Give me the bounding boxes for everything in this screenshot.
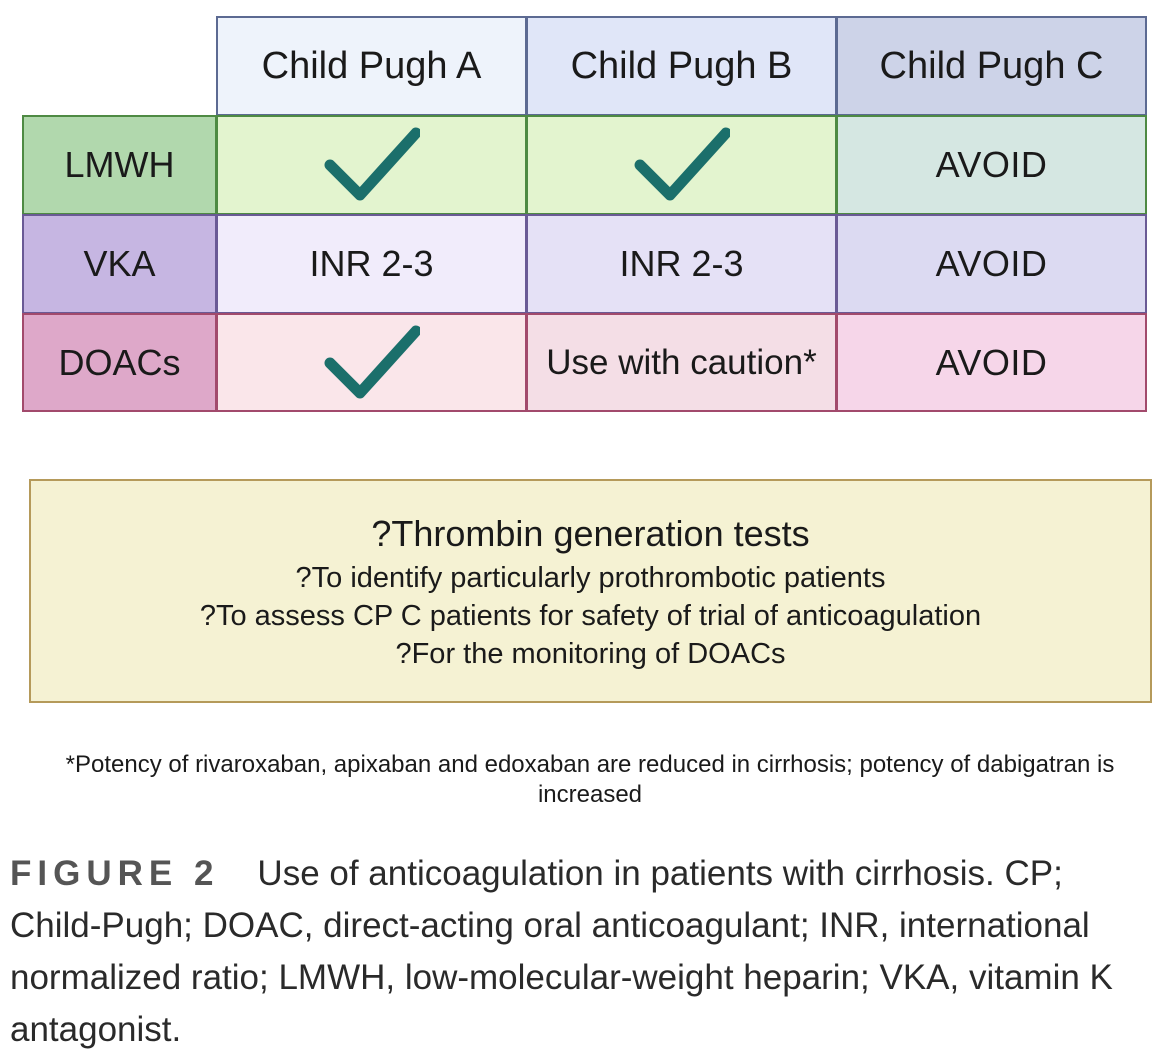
col-header-child-pugh-b: Child Pugh B — [526, 16, 837, 116]
cell-text: INR 2-3 — [619, 243, 744, 284]
cell-text: Use with caution* — [546, 342, 817, 382]
row-label-lmwh: LMWH — [22, 115, 217, 215]
caption-text: Use of anticoagulation in patients with … — [10, 854, 1113, 1049]
col-header-child-pugh-a: Child Pugh A — [216, 16, 527, 116]
checkmark-icon — [634, 127, 730, 201]
col-header-child-pugh-c: Child Pugh C — [836, 16, 1147, 116]
cell-text: AVOID — [935, 144, 1048, 185]
cell-vka-b: INR 2-3 — [526, 214, 837, 314]
cell-doacs-c: AVOID — [836, 313, 1147, 412]
footnote: *Potency of rivaroxaban, apixaban and ed… — [65, 751, 1115, 808]
row-label: LMWH — [64, 144, 175, 185]
cell-doacs-a — [216, 313, 527, 412]
row-label: DOACs — [58, 341, 181, 383]
info-box-line: ?For the monitoring of DOACs — [395, 638, 786, 670]
cell-lmwh-c: AVOID — [836, 115, 1147, 215]
info-box-line: ?To assess CP C patients for safety of t… — [199, 600, 982, 632]
thrombin-generation-box: ?Thrombin generation tests ?To identify … — [29, 479, 1152, 703]
cell-vka-a: INR 2-3 — [216, 214, 527, 314]
info-box-line: ?To identify particularly prothrombotic … — [295, 562, 886, 594]
col-header-label: Child Pugh C — [879, 44, 1104, 87]
cell-text: AVOID — [935, 243, 1048, 284]
checkmark-icon — [324, 325, 420, 398]
row-label-vka: VKA — [22, 214, 217, 314]
col-header-label: Child Pugh A — [261, 44, 482, 87]
col-header-label: Child Pugh B — [570, 44, 793, 87]
cell-text: INR 2-3 — [309, 243, 434, 284]
checkmark-icon — [324, 127, 420, 201]
row-label-doacs: DOACs — [22, 313, 217, 412]
cell-vka-c: AVOID — [836, 214, 1147, 314]
cell-lmwh-b — [526, 115, 837, 215]
cell-text: AVOID — [935, 341, 1048, 383]
cell-lmwh-a — [216, 115, 527, 215]
row-label: VKA — [83, 243, 156, 284]
cell-doacs-b: Use with caution* — [526, 313, 837, 412]
info-box-title: ?Thrombin generation tests — [371, 513, 810, 554]
figure-label: FIGURE 2 — [10, 854, 220, 893]
